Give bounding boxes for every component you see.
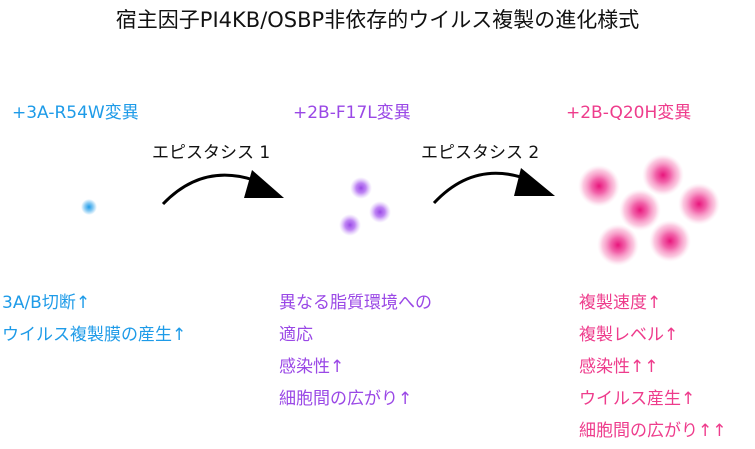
stage-3-virus-dot (678, 183, 720, 225)
stage-1-feature: ウイルス複製膜の産生↑ (2, 325, 187, 345)
stage-2-feature: 感染性↑ (279, 357, 345, 377)
stage-3-feature: 感染性↑↑ (579, 357, 659, 377)
stage-2-virus-dot (350, 177, 372, 199)
stage-2-feature: 細胞間の広がり↑ (279, 389, 413, 409)
epistasis-1-label: エピスタシス 1 (152, 143, 271, 163)
stage-3-virus-dot (597, 224, 639, 266)
stage-1-feature-list: 3A/B切断↑ ウイルス複製膜の産生↑ (2, 287, 186, 351)
epistasis-2-label: エピスタシス 2 (421, 143, 540, 163)
stage-1-mutation-label: +3A-R54W変異 (12, 103, 139, 123)
stage-3-virus-dot (578, 165, 620, 207)
stage-3-feature: 細胞間の広がり↑↑ (579, 421, 727, 441)
stage-3-feature: ウイルス産生↑ (579, 389, 696, 409)
stage-3-virus-dot (619, 189, 661, 231)
stage-2-feature: 異なる脂質環境への (279, 293, 432, 313)
diagram-title: 宿主因子PI4KB/OSBP非依存的ウイルス複製の進化様式 (115, 8, 640, 32)
stage-1-virus-dot (81, 199, 97, 215)
stage-2-feature-list: 異なる脂質環境への 適応 感染性↑ 細胞間の広がり↑ (279, 287, 432, 415)
stage-3-feature: 複製レベル↑ (579, 325, 679, 345)
stage-3-feature-list: 複製速度↑ 複製レベル↑ 感染性↑↑ ウイルス産生↑ 細胞間の広がり↑↑ (579, 287, 727, 447)
stage-3-virus-dot (642, 154, 684, 196)
stage-3-virus-dot (649, 220, 691, 262)
stage-2-virus-dot (369, 201, 391, 223)
stage-2-mutation-label: +2B-F17L変異 (293, 103, 411, 123)
epistasis-2-arrow-head (514, 168, 555, 196)
stage-2-feature: 適応 (279, 325, 313, 345)
stage-2-virus-dot (339, 214, 361, 236)
stage-3-mutation-label: +2B-Q20H変異 (566, 103, 692, 123)
stage-1-feature: 3A/B切断↑ (2, 293, 91, 313)
epistasis-1-arrow-head (244, 170, 284, 198)
stage-3-feature: 複製速度↑ (579, 293, 662, 313)
